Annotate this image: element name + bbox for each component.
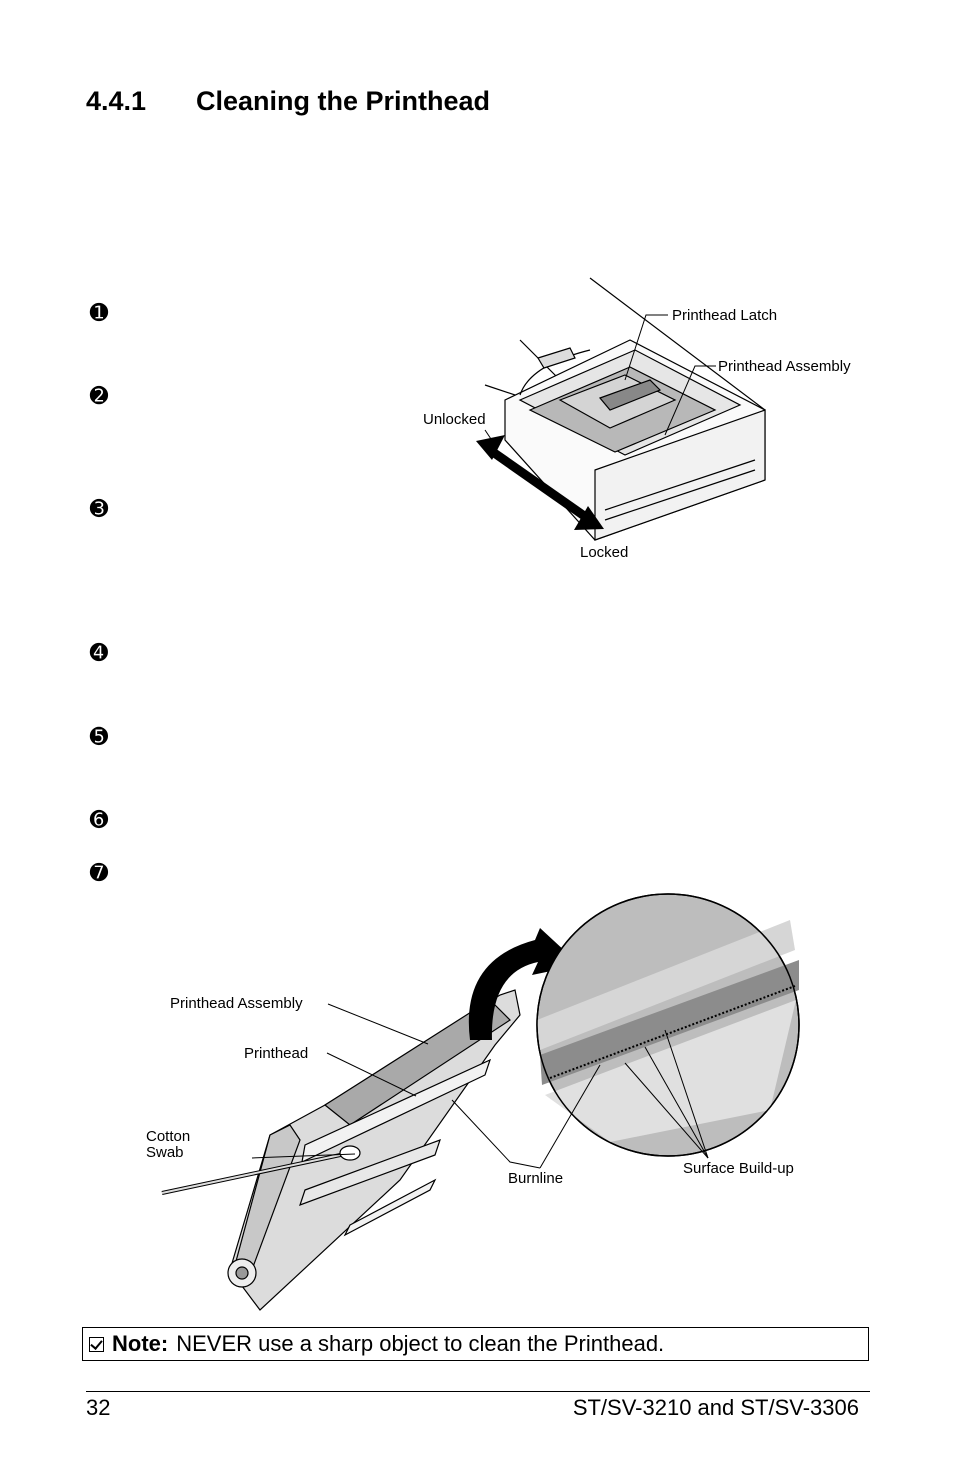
- magnified-detail: [536, 893, 800, 1157]
- printhead-assembly-label: Printhead Assembly: [718, 358, 851, 375]
- locked-arrow-head: [574, 506, 604, 530]
- step-marker-2: ➋: [89, 384, 109, 409]
- unlocked-locked-arrow-shaft: [487, 446, 593, 524]
- printhead-label: Printhead: [244, 1045, 308, 1062]
- note-text: NEVER use a sharp object to clean the Pr…: [176, 1331, 665, 1356]
- section-number: 4.4.1: [86, 86, 147, 116]
- printhead-assembly-label: Printhead Assembly: [170, 995, 303, 1012]
- cotton-swab-label-line1: Cotton: [146, 1128, 190, 1145]
- locked-label: Locked: [580, 544, 628, 561]
- curved-arrow: [468, 928, 580, 1040]
- step-marker-5: ➎: [89, 725, 109, 750]
- unlocked-arrow-head: [476, 435, 505, 460]
- section-title: Cleaning the Printhead: [196, 86, 491, 116]
- burnline-label: Burnline: [508, 1170, 563, 1187]
- note-label: Note:: [112, 1331, 169, 1356]
- printer-latch-illustration: Printhead Latch Printhead Assembly Unloc…: [423, 277, 851, 561]
- document-title: ST/SV-3210 and ST/SV-3306: [572, 1395, 859, 1420]
- step-marker-6: ➏: [89, 808, 109, 833]
- note-box: Note: NEVER use a sharp object to clean t…: [82, 1327, 869, 1361]
- surface-buildup-label: Surface Build-up: [683, 1160, 794, 1177]
- section-heading: 4.4.1 Cleaning the Printhead: [86, 86, 490, 117]
- cotton-swab-tip: [339, 1145, 361, 1161]
- printhead-latch-label: Printhead Latch: [672, 307, 777, 324]
- page-number: 32: [86, 1395, 111, 1420]
- step-marker-3: ➌: [89, 497, 109, 522]
- printhead-cleaning-illustration: Printhead Assembly Printhead Cotton Swab…: [146, 893, 800, 1311]
- step-marker-4: ➍: [89, 641, 109, 666]
- checkbox-icon: [89, 1337, 104, 1352]
- step-marker-1: ➊: [89, 301, 109, 326]
- cotton-swab-label-line2: Swab: [146, 1144, 184, 1161]
- unlocked-label: Unlocked: [423, 411, 486, 428]
- step-marker-7: ➐: [89, 861, 109, 886]
- footer-divider: [86, 1391, 870, 1392]
